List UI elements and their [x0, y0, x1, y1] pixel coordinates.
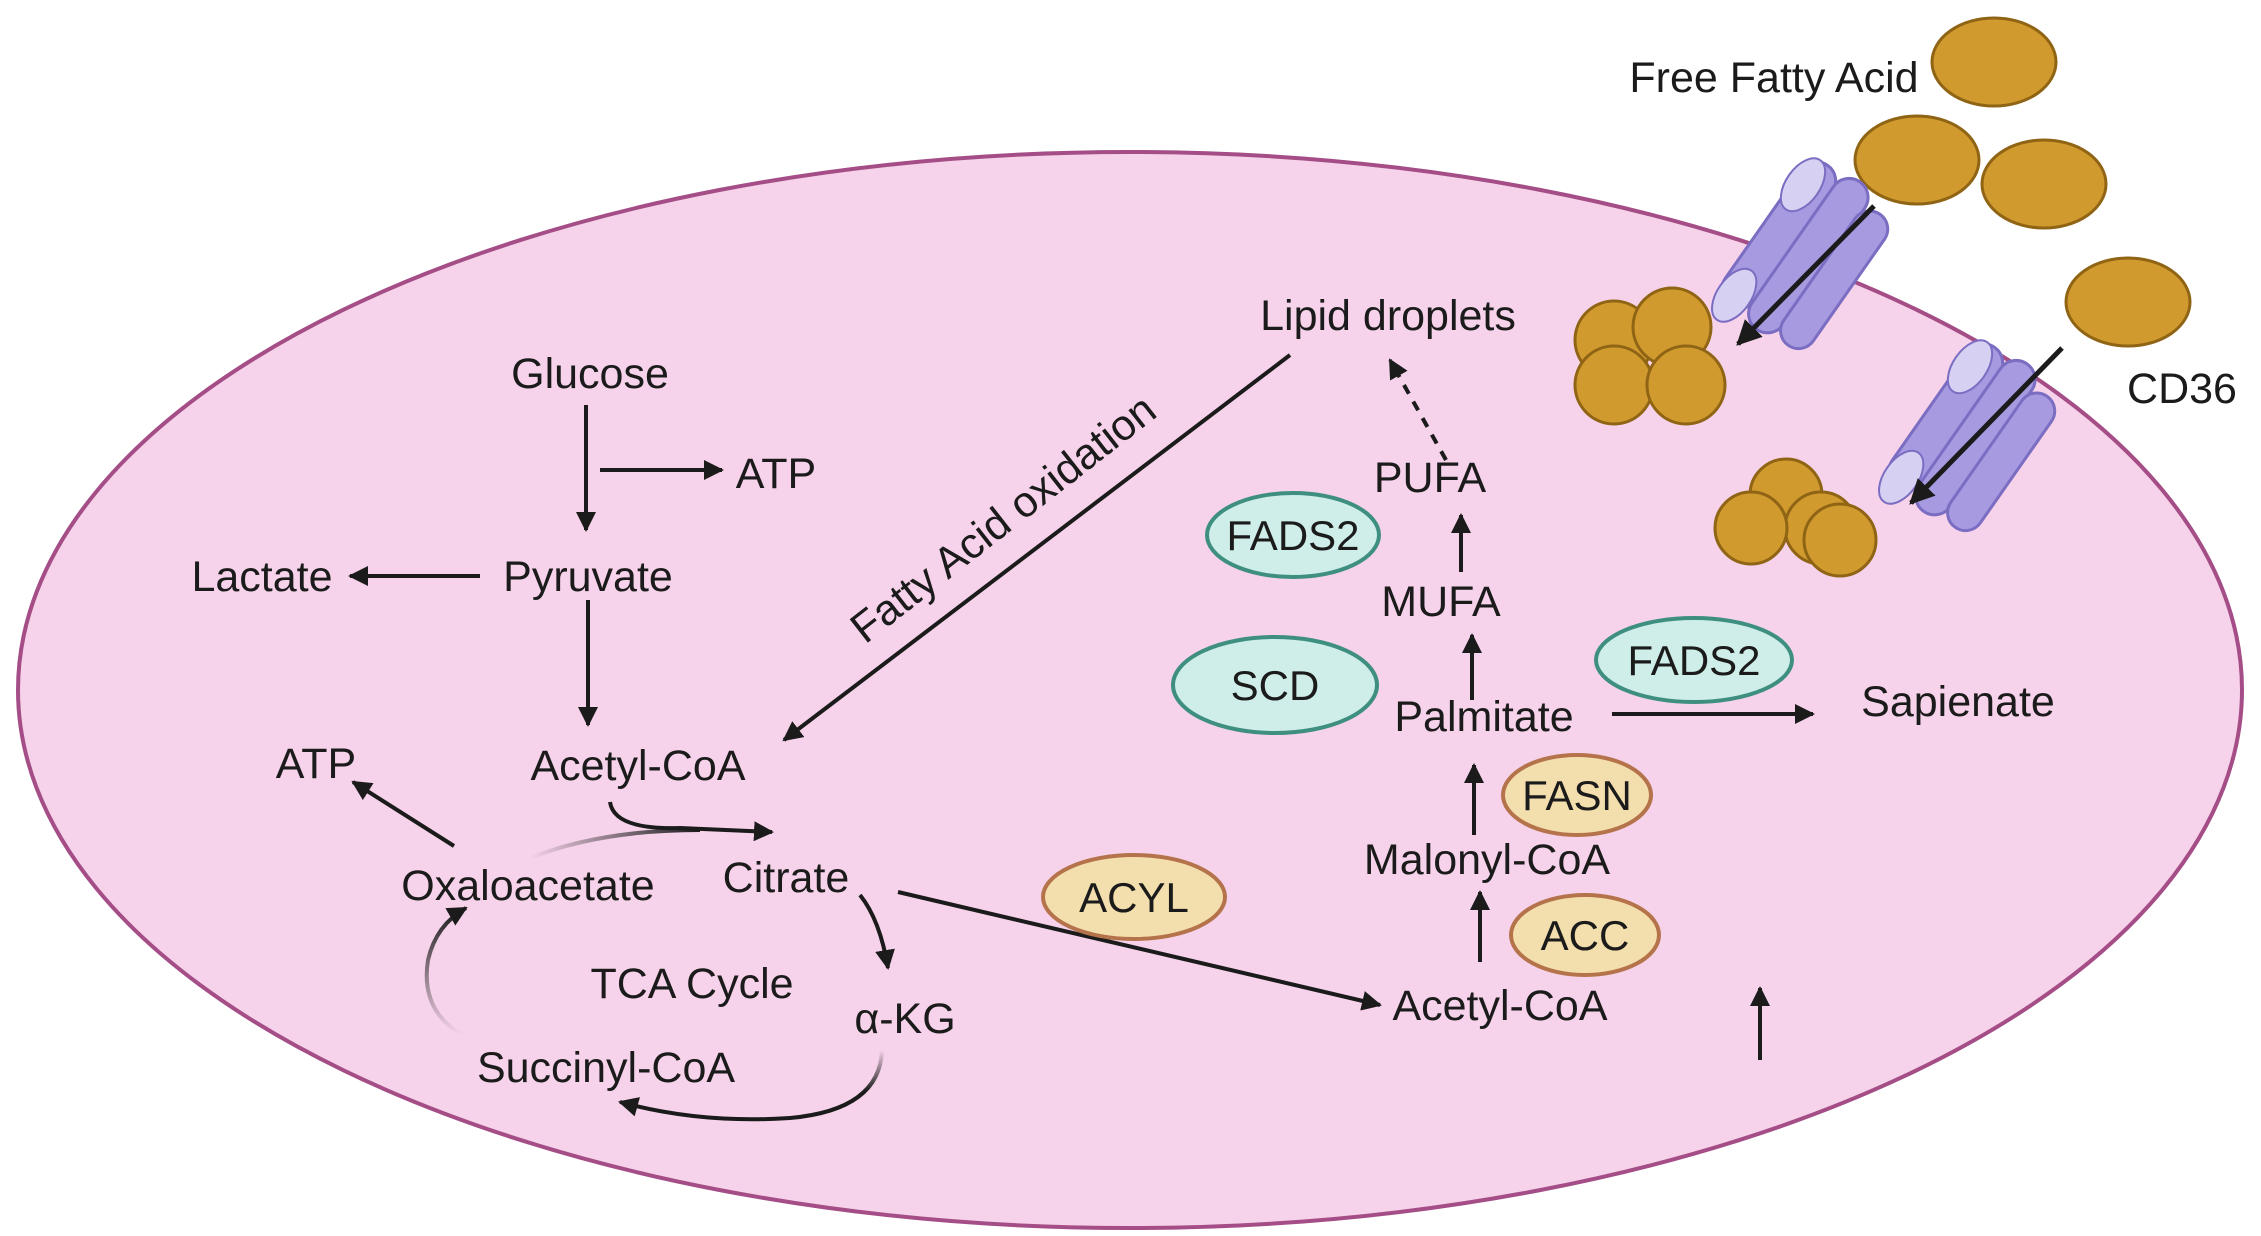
oxaloacetate-label: Oxaloacetate [401, 862, 654, 910]
citrate-label: Citrate [723, 854, 850, 902]
pyruvate-label: Pyruvate [503, 553, 673, 601]
atp-top-label: ATP [736, 450, 816, 498]
enzyme-scd-label: SCD [1231, 662, 1320, 709]
atp-left-label: ATP [276, 740, 356, 788]
lipid-droplets-label: Lipid droplets [1260, 292, 1516, 340]
enzyme-fads2-top: FADS2 [1205, 491, 1381, 579]
fatty-acid-uptake-arrow-lower [1909, 346, 2064, 505]
enzyme-acyl-label: ACYL [1079, 874, 1189, 921]
citrate-to-acetyl-coa-arrow [897, 890, 1382, 1011]
lipogenesis-arrows [1388, 358, 1815, 1060]
enzyme-fads2-right-label: FADS2 [1627, 637, 1760, 684]
malonyl-coa-label: Malonyl-CoA [1364, 836, 1610, 884]
lipid-droplet-cluster-lower [1713, 457, 1878, 578]
lactate-label: Lactate [191, 553, 332, 601]
enzyme-fasn: FASN [1501, 753, 1653, 837]
acetyl-coa-left-label: Acetyl-CoA [530, 742, 745, 790]
free-fatty-acid-droplets [1853, 16, 2192, 348]
enzyme-fads2-top-label: FADS2 [1226, 512, 1359, 559]
tca-cycle-arrows [351, 780, 895, 1122]
enzyme-fasn-label: FASN [1522, 772, 1632, 819]
palmitate-label: Palmitate [1394, 693, 1573, 741]
sapienate-label: Sapienate [1861, 678, 2055, 726]
enzyme-scd: SCD [1171, 635, 1379, 735]
alpha-kg-label: α-KG [854, 995, 955, 1043]
glycolysis-arrows [348, 405, 724, 727]
glucose-label: Glucose [511, 350, 669, 398]
cd36-transporter-upper [1711, 157, 1890, 351]
tca-cycle-label: TCA Cycle [590, 960, 793, 1008]
free-fatty-acid-label: Free Fatty Acid [1629, 54, 1918, 102]
fatty-acid-uptake-arrow-upper [1736, 204, 1876, 346]
enzyme-fads2-right: FADS2 [1594, 616, 1794, 704]
fatty-acid-oxidation-arrow [782, 353, 1292, 742]
enzyme-acc: ACC [1509, 893, 1661, 977]
succinyl-coa-label: Succinyl-CoA [477, 1044, 735, 1092]
cd36-label: CD36 [2127, 365, 2237, 413]
lipid-droplet-cluster-upper [1573, 286, 1727, 426]
enzyme-acyl: ACYL [1041, 853, 1227, 941]
enzyme-acc-label: ACC [1541, 912, 1630, 959]
acetyl-coa-right-label: Acetyl-CoA [1392, 982, 1607, 1030]
mufa-label: MUFA [1381, 578, 1501, 626]
pufa-label: PUFA [1374, 454, 1487, 502]
